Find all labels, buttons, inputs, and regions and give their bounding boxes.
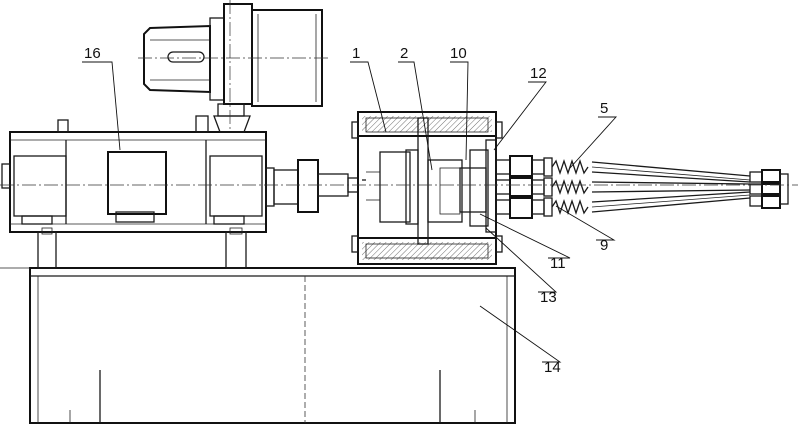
connector-mid [496,176,552,198]
base-frame [0,268,515,423]
connector-top [496,156,552,178]
output-connectors [496,156,788,218]
center-lines [0,0,798,185]
label-11: 11 [550,255,566,272]
label-13: 13 [540,289,557,306]
motor-housing [2,116,274,268]
springs [552,161,588,213]
upper-motor [144,4,322,132]
label-14: 14 [544,359,561,376]
label-1: 1 [352,45,360,62]
leaders [82,62,616,362]
label-5: 5 [600,100,608,117]
label-10: 10 [450,45,467,62]
coupling-shaft [274,160,358,212]
callout-labels: 16 1 2 10 12 5 9 11 13 14 [84,45,608,376]
label-2: 2 [400,45,408,62]
hoses [592,162,750,212]
label-9: 9 [600,237,608,254]
end-fittings [750,170,788,208]
main-housing [352,112,502,264]
label-16: 16 [84,45,101,62]
label-12: 12 [530,65,547,82]
connector-bottom [496,196,552,218]
